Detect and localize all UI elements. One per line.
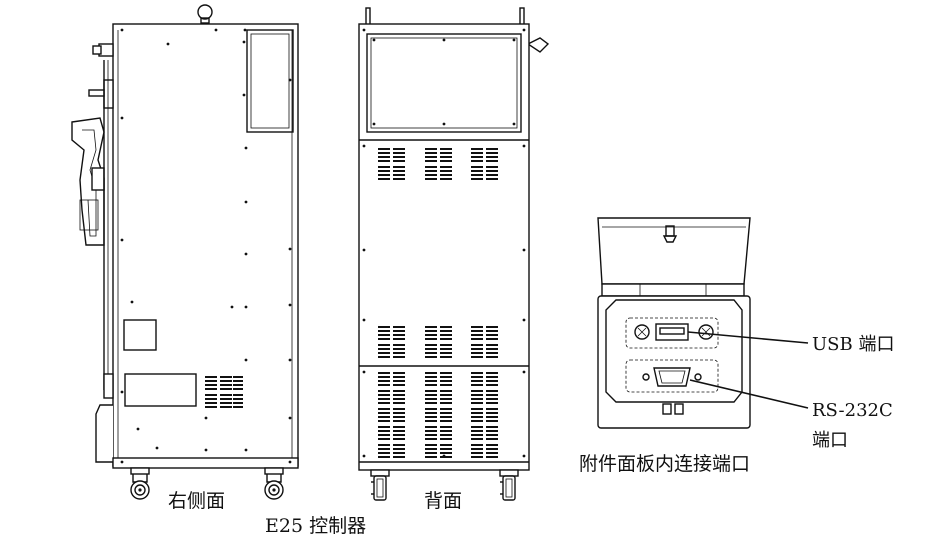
caster-wheel (499, 469, 519, 501)
cabinet-side-panel (112, 23, 299, 467)
rs232c-region (625, 359, 719, 393)
lifting-eye-icon (197, 4, 213, 20)
right-side-view (71, 4, 299, 500)
screw-icon (698, 324, 714, 340)
cable-gland-icon (526, 37, 550, 53)
small-panel (123, 319, 157, 351)
caster-wheel (130, 467, 150, 500)
back-view (358, 7, 550, 501)
caster-wheel (264, 467, 284, 500)
lower-panel (124, 373, 197, 407)
rs232c-port-label: RS-232C (812, 400, 893, 421)
back-top-panel (366, 33, 522, 133)
usb-leader-line (687, 331, 809, 344)
side-handle (71, 43, 114, 390)
panel-housing (597, 295, 751, 429)
back-label: 背面 (424, 490, 462, 512)
access-panel (246, 29, 294, 133)
panel-caption: 附件面板内连接端口 (579, 453, 750, 475)
usb-port-icon[interactable] (655, 323, 689, 341)
controller-label: E25 控制器 (265, 515, 366, 537)
right-side-label: 右侧面 (168, 490, 225, 512)
rs232c-port-label-2: 端口 (812, 430, 848, 451)
usb-port-label: USB 端口 (812, 334, 894, 355)
usb-region (625, 317, 719, 349)
screw-icon (634, 324, 650, 340)
screw-dots (120, 28, 292, 464)
caster-wheel (370, 469, 390, 501)
rs232c-leader-line (689, 379, 809, 409)
accessory-panel-detail (597, 217, 809, 429)
rs232c-port-icon[interactable] (653, 367, 691, 387)
